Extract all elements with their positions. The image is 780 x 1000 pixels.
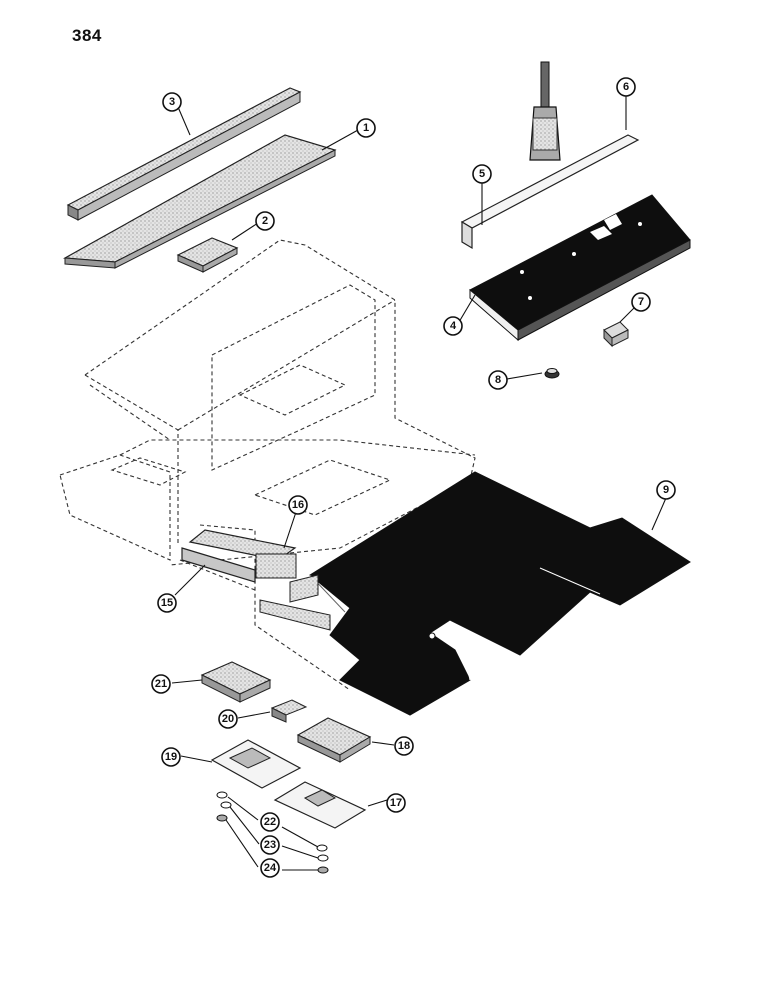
svg-text:17: 17 bbox=[390, 797, 402, 809]
callout-9: 9 bbox=[656, 480, 676, 500]
adhesive-tube bbox=[529, 61, 561, 161]
svg-text:15: 15 bbox=[161, 597, 173, 609]
callout-23: 23 bbox=[260, 835, 280, 855]
part-9-floor-mat bbox=[309, 471, 691, 716]
callout-1: 1 bbox=[356, 118, 376, 138]
svg-text:3: 3 bbox=[169, 96, 175, 108]
part-2-foam-block bbox=[176, 237, 239, 273]
part-5-angle-bracket bbox=[460, 134, 640, 250]
callout-5: 5 bbox=[472, 164, 492, 184]
svg-text:24: 24 bbox=[264, 862, 277, 874]
callout-3: 3 bbox=[162, 92, 182, 112]
part-18-foam-block bbox=[296, 717, 372, 763]
svg-text:23: 23 bbox=[264, 839, 276, 851]
page-number: 384 bbox=[72, 26, 102, 45]
cab-frame-outline bbox=[59, 239, 476, 691]
callout-15: 15 bbox=[157, 593, 177, 613]
part-19-plate bbox=[210, 739, 302, 789]
callout-20: 20 bbox=[218, 709, 238, 729]
callout-2: 2 bbox=[255, 211, 275, 231]
svg-text:2: 2 bbox=[262, 215, 268, 227]
svg-text:16: 16 bbox=[292, 499, 304, 511]
svg-text:21: 21 bbox=[155, 678, 167, 690]
part-20-foam-piece bbox=[270, 699, 308, 723]
svg-text:20: 20 bbox=[222, 713, 234, 725]
svg-text:5: 5 bbox=[479, 168, 485, 180]
part-21-foam-block bbox=[200, 661, 272, 703]
part-17-plate bbox=[273, 781, 367, 829]
part-15-seal-strip bbox=[181, 547, 331, 631]
svg-text:6: 6 bbox=[623, 81, 629, 93]
part-1-foam-pad bbox=[62, 134, 337, 269]
callouts: 3 1 2 6 5 4 7 8 9 16 15 21 20 18 19 17 2… bbox=[151, 77, 676, 878]
svg-text:8: 8 bbox=[495, 374, 501, 386]
callout-19: 19 bbox=[161, 747, 181, 767]
svg-text:18: 18 bbox=[398, 740, 410, 752]
part-16-seal-strip bbox=[188, 529, 297, 579]
callout-16: 16 bbox=[288, 495, 308, 515]
part-8-grommet bbox=[544, 368, 560, 379]
callout-6: 6 bbox=[616, 77, 636, 97]
svg-text:9: 9 bbox=[663, 484, 669, 496]
callout-18: 18 bbox=[394, 736, 414, 756]
svg-text:7: 7 bbox=[638, 296, 644, 308]
callout-17: 17 bbox=[386, 793, 406, 813]
callout-22: 22 bbox=[260, 812, 280, 832]
fasteners bbox=[216, 791, 329, 874]
part-4-floor-plate bbox=[469, 194, 691, 342]
callout-21: 21 bbox=[151, 674, 171, 694]
svg-text:4: 4 bbox=[450, 320, 457, 332]
svg-text:19: 19 bbox=[165, 751, 177, 763]
part-3-foam-strip bbox=[66, 87, 302, 221]
callout-8: 8 bbox=[488, 370, 508, 390]
callout-4: 4 bbox=[443, 316, 463, 336]
callout-24: 24 bbox=[260, 858, 280, 878]
callout-7: 7 bbox=[631, 292, 651, 312]
svg-text:1: 1 bbox=[363, 122, 369, 134]
part-7-block bbox=[603, 321, 629, 348]
leader-lines bbox=[171, 95, 667, 871]
svg-text:22: 22 bbox=[264, 816, 276, 828]
